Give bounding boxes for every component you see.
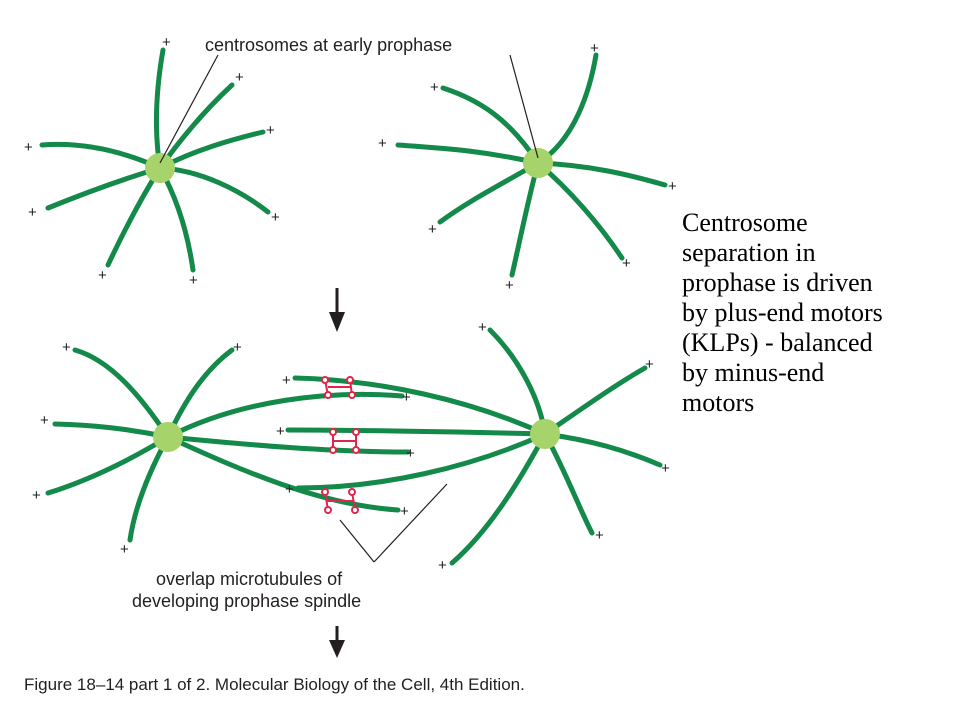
- side-note-line: prophase is driven: [682, 268, 873, 297]
- plus-end-marker: +: [505, 277, 514, 294]
- down-arrow-icon: [329, 626, 345, 658]
- microtubule: [542, 365, 648, 437]
- side-note-line: Centrosome: [682, 208, 808, 237]
- plus-end-marker: +: [62, 339, 71, 356]
- side-note: Centrosome separation in prophase is dri…: [682, 208, 952, 418]
- microtubule: [487, 327, 548, 437]
- plus-end-marker: +: [661, 460, 670, 477]
- microtubule: [45, 165, 163, 211]
- prophase-spindle: [45, 327, 663, 566]
- plus-end-marker: +: [32, 487, 41, 504]
- microtubule: [72, 347, 171, 440]
- centrosome: [523, 148, 553, 178]
- plus-end-marker: +: [235, 69, 244, 86]
- microtubule: [157, 165, 196, 273]
- side-note-line: separation in: [682, 238, 816, 267]
- side-note-line: by minus-end: [682, 358, 825, 387]
- microtubule: [509, 160, 541, 278]
- microtubule: [535, 160, 625, 261]
- plus-end-marker: +: [233, 339, 242, 356]
- microtubule: [542, 431, 595, 536]
- microtubule: [45, 434, 171, 496]
- plus-end-marker: +: [622, 255, 631, 272]
- plus-end-marker: +: [402, 389, 411, 406]
- plus-end-marker: +: [590, 40, 599, 57]
- plus-end-marker: +: [282, 372, 291, 389]
- plus-end-marker: +: [478, 319, 487, 336]
- leader-line: [509, 54, 539, 159]
- microtubule: [395, 142, 541, 166]
- microtubule: [157, 82, 235, 171]
- plus-end-marker: +: [285, 481, 294, 498]
- plus-end-marker: +: [400, 503, 409, 520]
- microtubule: [542, 431, 663, 468]
- microtubule: [535, 52, 599, 166]
- microtubule: [165, 434, 401, 513]
- plus-end-marker: +: [406, 445, 415, 462]
- microtubule: [127, 434, 171, 543]
- microtubule: [165, 391, 405, 440]
- microtubule: [153, 47, 166, 171]
- microtubule: [165, 434, 411, 455]
- plus-end-marker: +: [40, 412, 49, 429]
- side-note-line: (KLPs) - balanced: [682, 328, 873, 357]
- aster-top-right: [395, 52, 668, 278]
- label-centrosomes: centrosomes at early prophase: [205, 35, 452, 55]
- plus-end-marker: +: [189, 272, 198, 289]
- plus-end-marker: +: [271, 209, 280, 226]
- motor-protein-pair: [329, 428, 360, 454]
- microtubule: [440, 85, 541, 166]
- side-note-line: by plus-end motors: [682, 298, 883, 327]
- plus-end-marker: +: [24, 139, 33, 156]
- label-overlap-line2: developing prophase spindle: [132, 591, 361, 611]
- plus-end-marker: +: [98, 267, 107, 284]
- side-note-line: motors: [682, 388, 755, 417]
- leader-line: [373, 483, 448, 563]
- plus-end-marker: +: [162, 34, 171, 51]
- plus-end-marker: +: [438, 557, 447, 574]
- motor-protein-pair: [321, 376, 356, 399]
- plus-end-marker: +: [428, 221, 437, 238]
- label-overlap-line1: overlap microtubules of: [156, 569, 343, 589]
- microtubule: [52, 421, 171, 440]
- centrosome: [530, 419, 560, 449]
- motor-protein-pair: [321, 488, 359, 514]
- plus-end-marker: +: [120, 541, 129, 558]
- plus-end-markers: + + + + + + + + + + + + + + + + + + + + …: [24, 34, 677, 574]
- microtubule: [39, 141, 163, 171]
- down-arrow-icon: [329, 288, 345, 332]
- figure-caption: Figure 18–14 part 1 of 2. Molecular Biol…: [24, 675, 525, 694]
- leader-line: [159, 54, 219, 164]
- plus-end-marker: +: [645, 356, 654, 373]
- microtubule: [535, 160, 668, 188]
- microtubule: [285, 427, 548, 437]
- plus-end-marker: +: [595, 527, 604, 544]
- centrosome: [153, 422, 183, 452]
- plus-end-marker: +: [276, 423, 285, 440]
- leader-line: [339, 519, 375, 563]
- plus-end-marker: +: [668, 178, 677, 195]
- microtubule: [295, 431, 548, 491]
- plus-end-marker: +: [430, 79, 439, 96]
- aster-top-left: [39, 47, 271, 273]
- centrosome: [145, 153, 175, 183]
- plus-end-marker: +: [378, 135, 387, 152]
- plus-end-marker: +: [266, 122, 275, 139]
- microtubule: [449, 431, 548, 566]
- plus-end-marker: +: [28, 204, 37, 221]
